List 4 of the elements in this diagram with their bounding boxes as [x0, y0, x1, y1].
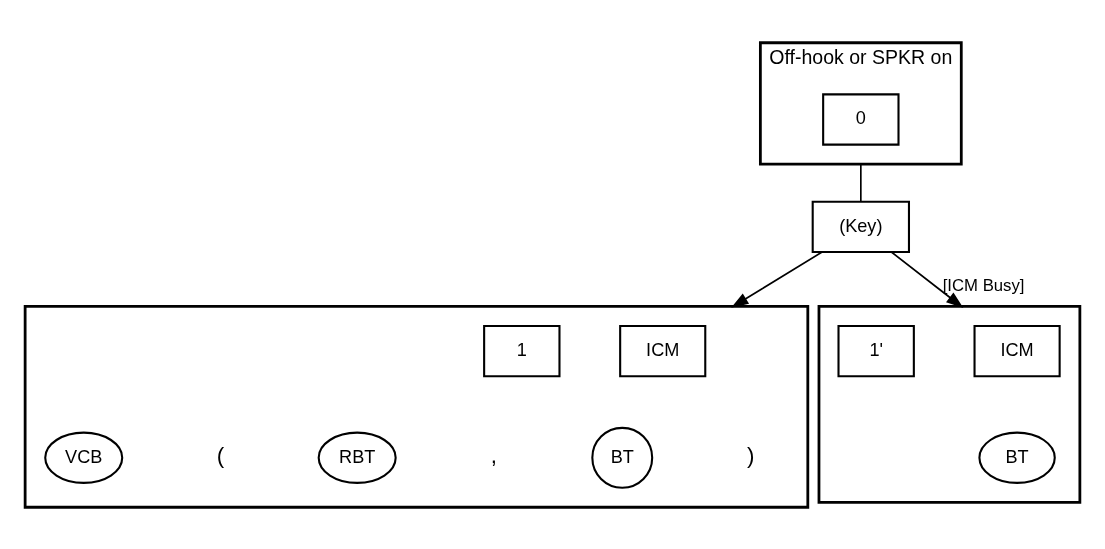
label: (	[216, 442, 225, 468]
edge-label: [ICM Busy]	[942, 275, 1025, 295]
label: )	[746, 442, 755, 468]
label: ,	[490, 442, 498, 468]
